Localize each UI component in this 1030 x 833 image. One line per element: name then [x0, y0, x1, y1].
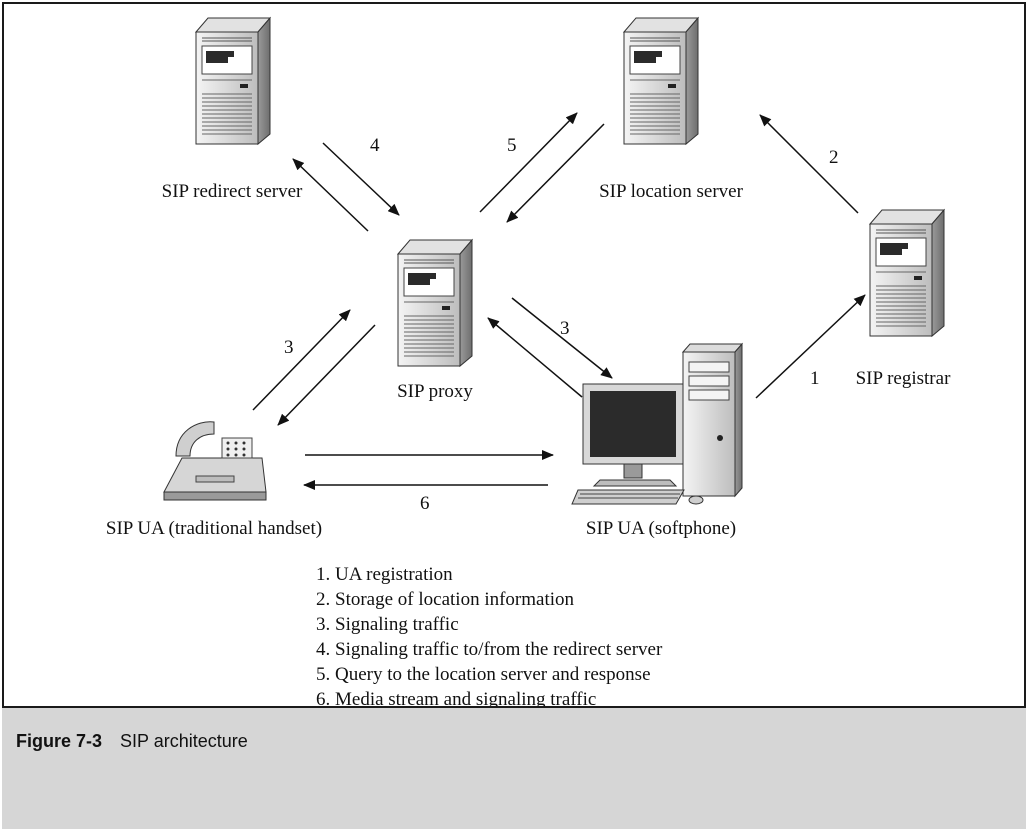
server-icon-proxy	[397, 239, 473, 367]
arrow-redirect-to-proxy	[322, 142, 400, 216]
arrow-registrar-to-location	[759, 114, 859, 214]
arrow-number-proxy-softphone: 3	[560, 318, 570, 339]
arrow-proxy-to-redirect	[292, 158, 369, 232]
arrow-number-softphone-registrar: 1	[810, 368, 820, 389]
legend: 1. UA registration 2. Storage of locatio…	[316, 564, 663, 710]
server-icon-redirect	[195, 17, 271, 145]
server-icon-location	[623, 17, 699, 145]
node-label-ua-softphone: SIP UA (softphone)	[586, 518, 736, 539]
arrow-number-handset-proxy: 3	[284, 337, 294, 358]
arrow-proxy-to-location	[479, 112, 578, 213]
legend-item: 6. Media stream and signaling traffic	[316, 689, 596, 710]
figure-caption: Figure 7-3 SIP architecture	[16, 731, 248, 752]
arrow-number-redirect: 4	[370, 135, 380, 156]
arrow-softphone-to-proxy	[487, 317, 583, 398]
arrow-proxy-to-softphone	[511, 297, 613, 379]
legend-item: 5. Query to the location server and resp…	[316, 664, 651, 685]
arrow-number-registrar-location: 2	[829, 147, 839, 168]
desktop-computer-icon	[571, 342, 744, 505]
arrow-number-handset-softphone: 6	[420, 493, 430, 514]
caption-bar: Figure 7-3 SIP architecture	[2, 706, 1026, 829]
arrow-handset-to-proxy	[252, 309, 351, 411]
arrow-proxy-to-handset	[277, 324, 376, 426]
node-label-registrar: SIP registrar	[856, 368, 951, 389]
legend-item: 3. Signaling traffic	[316, 614, 459, 635]
node-label-redirect-server: SIP redirect server	[162, 181, 303, 202]
arrow-number-location: 5	[507, 135, 517, 156]
figure-number: Figure 7-3	[16, 731, 103, 751]
node-label-proxy: SIP proxy	[397, 381, 473, 402]
legend-item: 2. Storage of location information	[316, 589, 575, 610]
legend-item: 1. UA registration	[316, 564, 453, 585]
arrow-softphone-to-registrar	[755, 294, 866, 399]
telephone-icon	[163, 421, 267, 501]
node-label-location-server: SIP location server	[599, 181, 744, 202]
server-icon-registrar	[869, 209, 945, 337]
legend-item: 4. Signaling traffic to/from the redirec…	[316, 639, 663, 660]
figure-title: SIP architecture	[120, 731, 248, 751]
arrow-location-to-proxy	[506, 123, 605, 223]
node-label-ua-handset: SIP UA (traditional handset)	[106, 518, 322, 539]
